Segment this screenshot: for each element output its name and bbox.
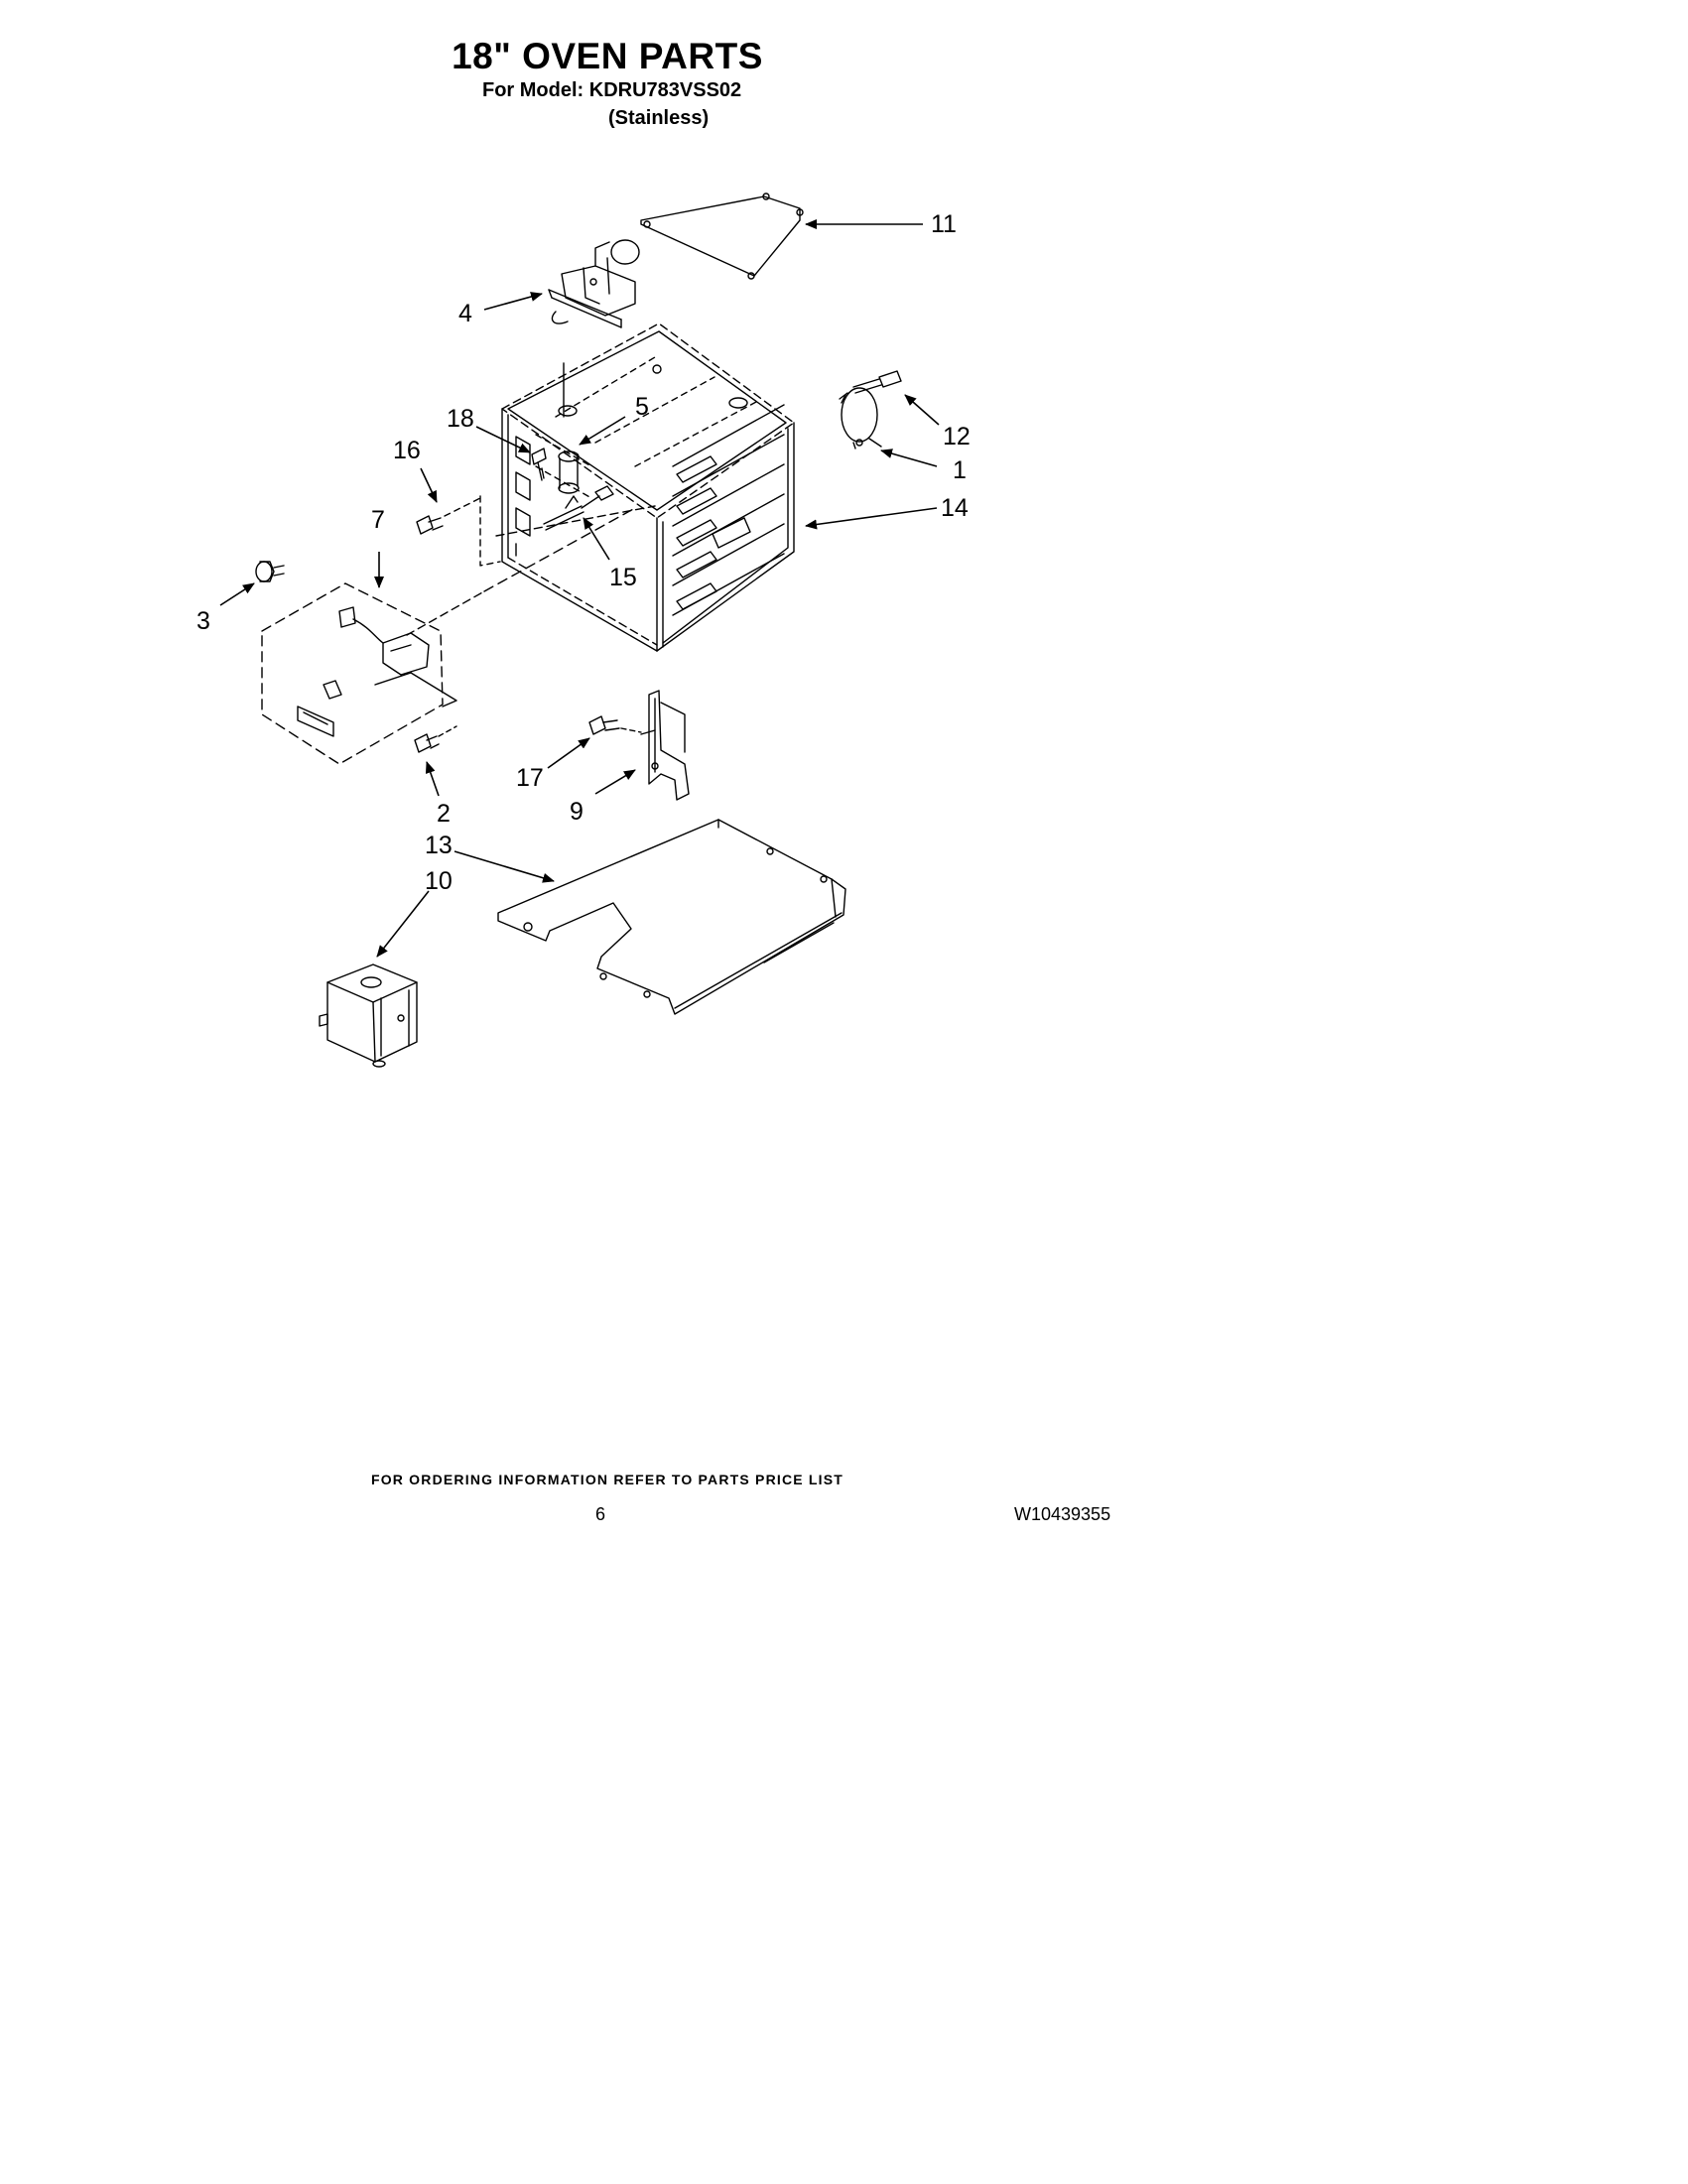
arrow-15	[583, 517, 610, 561]
part-12-screw	[852, 370, 902, 394]
callout-3: 3	[196, 607, 210, 635]
callout-1: 1	[953, 456, 967, 484]
arrow-3	[219, 582, 255, 606]
page-number: 6	[595, 1504, 606, 1524]
callout-15: 15	[609, 564, 637, 591]
part-14-oven-cavity	[501, 322, 795, 652]
arrow-13	[454, 850, 555, 883]
arrow-2	[425, 761, 440, 797]
callout-2: 2	[437, 800, 451, 828]
part-7-light-assembly	[261, 507, 636, 765]
arrow-14	[805, 507, 938, 530]
arrow-17	[547, 737, 590, 769]
arrow-9	[594, 769, 636, 795]
callout-5: 5	[635, 393, 649, 421]
callout-16: 16	[393, 437, 421, 464]
arrow-1	[880, 449, 938, 467]
callout-11: 11	[931, 210, 957, 238]
leader-arrows	[219, 219, 940, 958]
part-16-screw	[416, 497, 481, 535]
arrow-16	[420, 467, 438, 503]
part-10-junction-box	[319, 964, 418, 1068]
parts-diagram-page: 18" OVEN PARTS For Model: KDRU783VSS02 (…	[196, 36, 1111, 1524]
callout-4: 4	[458, 300, 472, 327]
exploded-view-diagram	[219, 193, 940, 1068]
part-3-knob	[255, 561, 285, 582]
part-2-screw	[414, 725, 457, 753]
callout-18: 18	[447, 405, 474, 433]
page-title: 18" OVEN PARTS	[452, 36, 763, 76]
arrow-10	[376, 890, 430, 958]
callout-9: 9	[570, 798, 584, 826]
finish-label: (Stainless)	[608, 107, 710, 129]
arrow-18	[475, 426, 531, 453]
part-9-bracket	[640, 690, 690, 801]
document-number: W10439355	[1014, 1504, 1111, 1524]
part-18-screw	[531, 448, 547, 481]
arrow-12	[904, 394, 940, 426]
callout-12: 12	[943, 423, 971, 450]
part-4-latch-assembly	[548, 239, 640, 328]
model-line: For Model: KDRU783VSS02	[482, 79, 742, 101]
arrow-4	[483, 292, 543, 311]
callout-10: 10	[425, 867, 453, 895]
arrow-5	[579, 416, 626, 446]
ordering-note: FOR ORDERING INFORMATION REFER TO PARTS …	[370, 1472, 844, 1487]
part-13-bottom-panel	[497, 819, 846, 1015]
part-5-sensor	[558, 362, 580, 494]
part-11-top-shield	[640, 193, 804, 280]
callout-13: 13	[425, 832, 453, 859]
callout-7: 7	[371, 506, 385, 534]
callout-17: 17	[516, 764, 544, 792]
part-17-screw	[588, 715, 642, 735]
callout-14: 14	[941, 494, 969, 522]
part-1-thermal-cutoff	[839, 387, 882, 450]
